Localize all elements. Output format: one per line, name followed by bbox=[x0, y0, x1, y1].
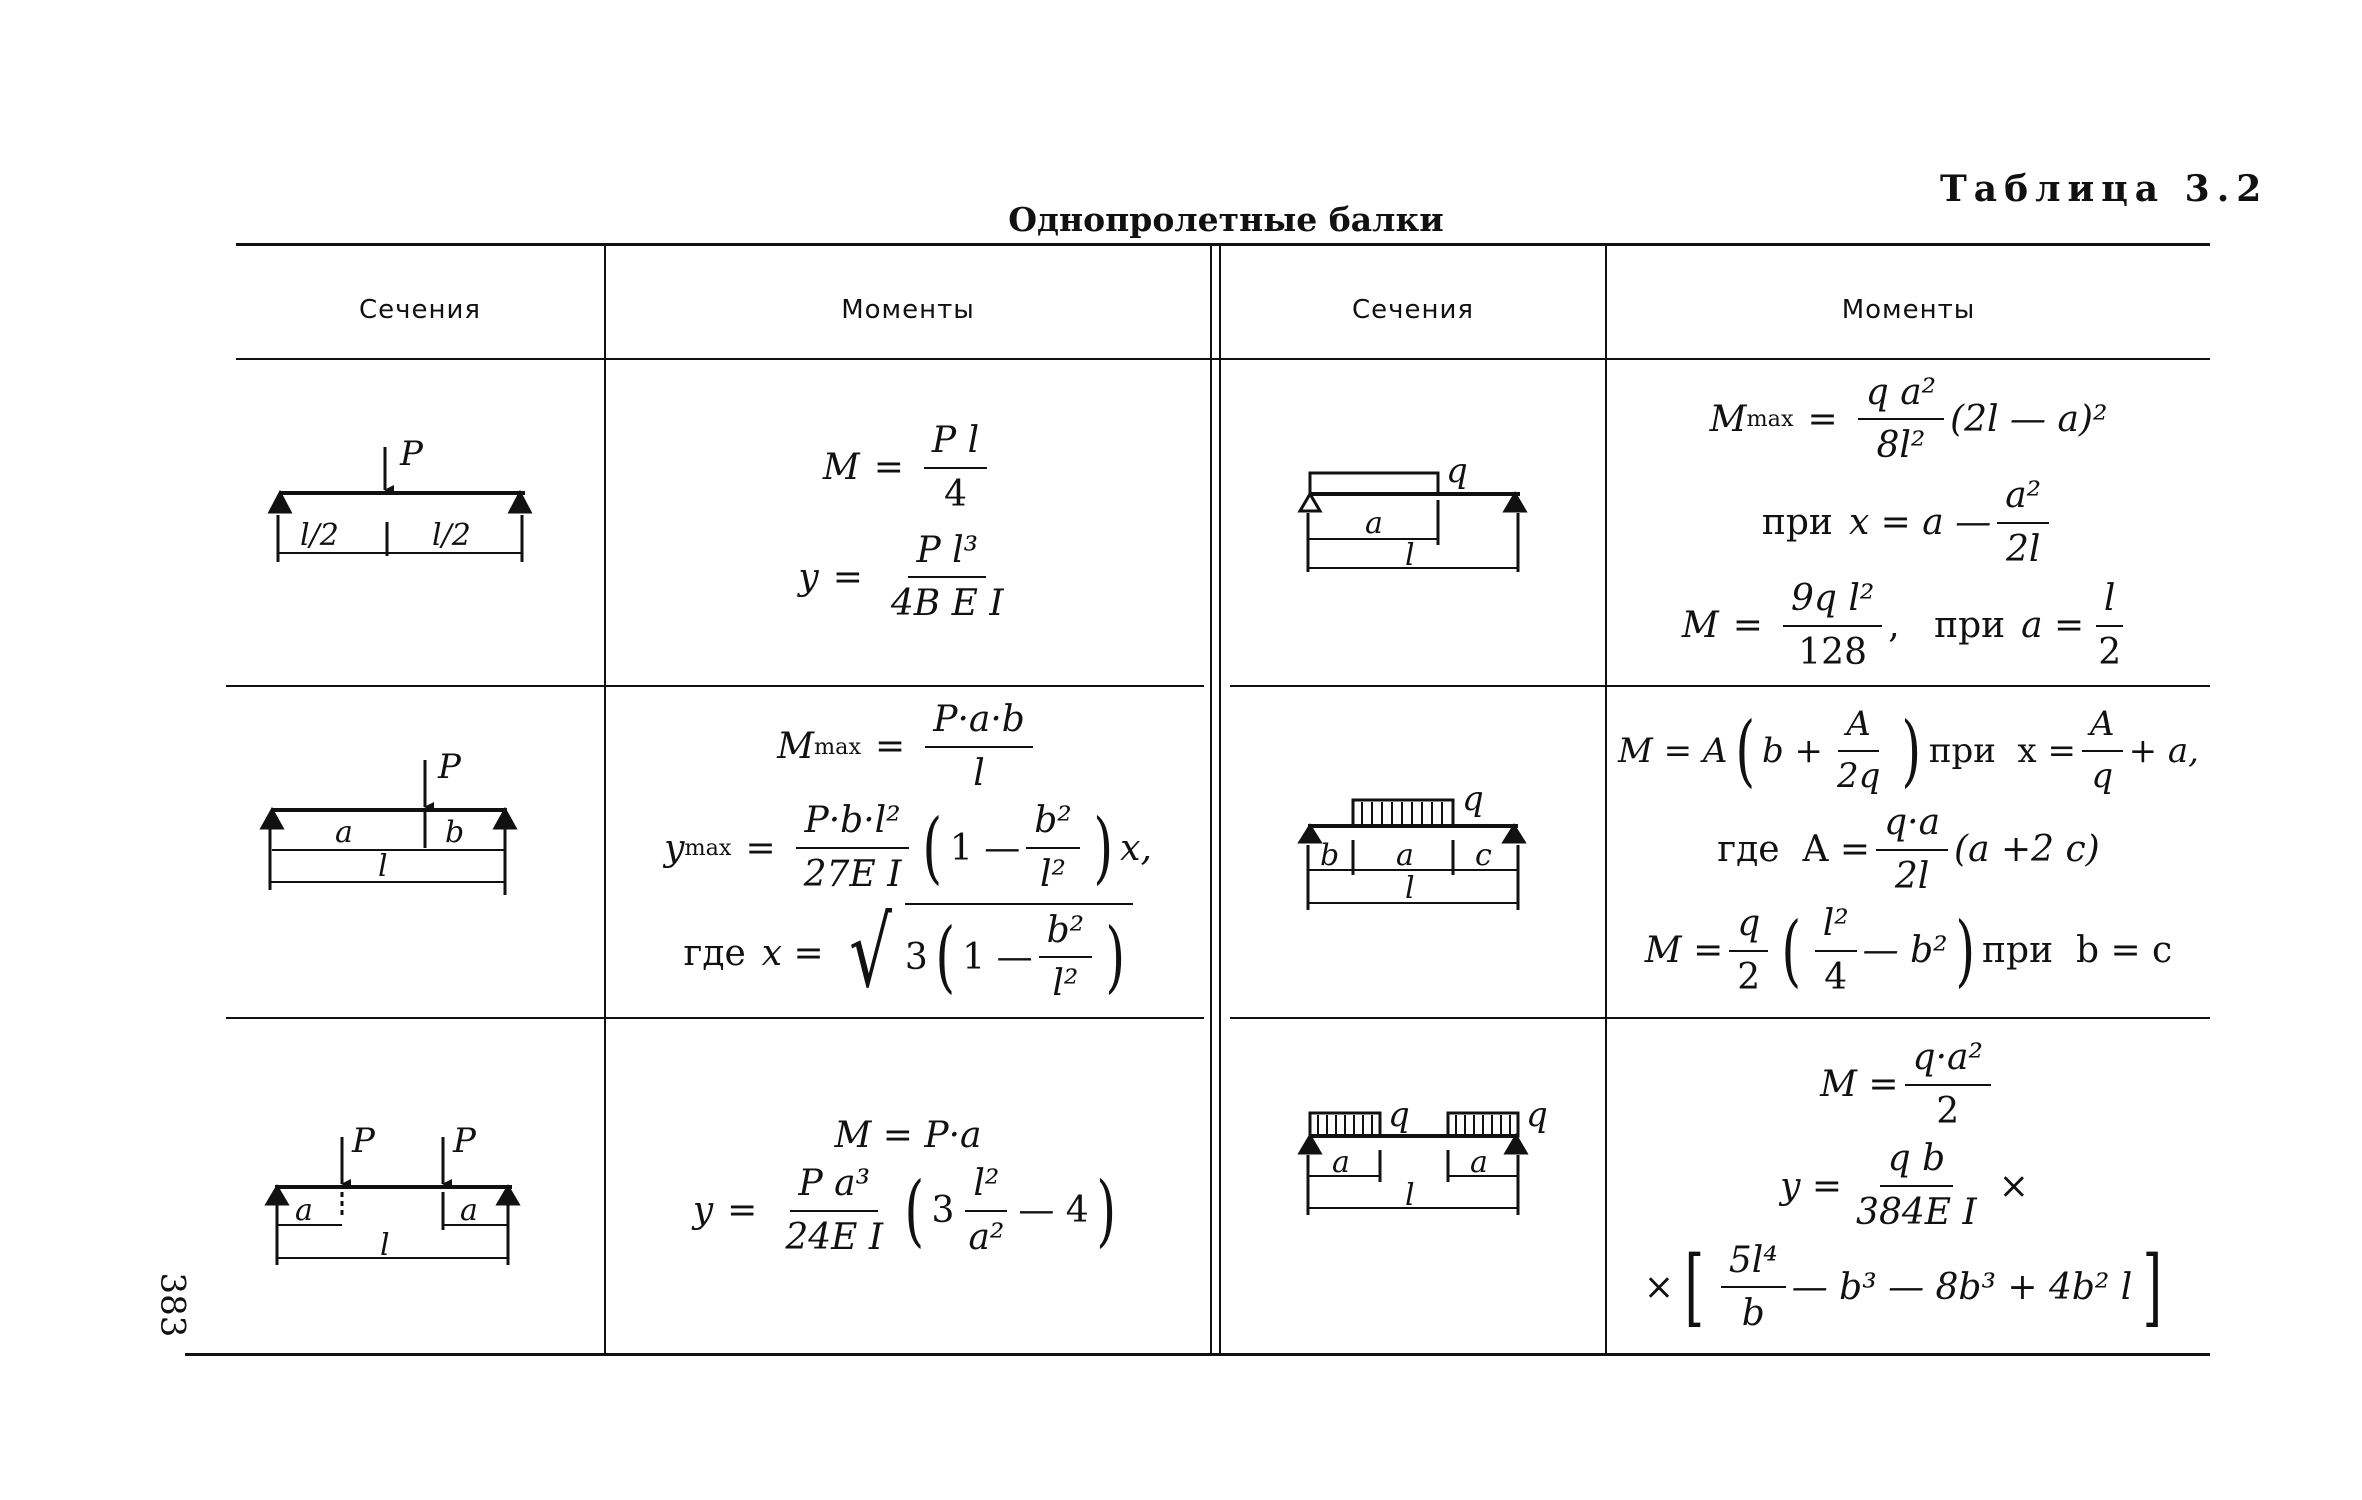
label-l-r3l: l bbox=[380, 1228, 390, 1263]
diagram-r3-left bbox=[264, 1137, 521, 1265]
label-P-r2l: P bbox=[437, 747, 462, 787]
label-q-r2r: q bbox=[1462, 779, 1484, 819]
label-a-r1r: a bbox=[1365, 506, 1383, 541]
header-sections-left: Сечения bbox=[358, 295, 482, 325]
label-c-r2r: c bbox=[1475, 838, 1492, 873]
header-moments-left: Моменты bbox=[841, 295, 975, 325]
row2-bottom-rule-right bbox=[1230, 1017, 2210, 1019]
diagram-r1-left bbox=[267, 447, 533, 562]
label-lhalf1-r1l: l/2 bbox=[300, 518, 339, 553]
label-a1-r3l: a bbox=[295, 1193, 313, 1228]
label-a-r2l: a bbox=[335, 815, 353, 850]
header-sections-right: Сечения bbox=[1351, 295, 1475, 325]
table-label: Таблица 3.2 bbox=[1940, 168, 2269, 210]
label-l-r2l: l bbox=[378, 849, 388, 884]
col3-divider bbox=[1605, 246, 1607, 1353]
label-l-r1r: l bbox=[1405, 538, 1415, 573]
label-q1-r3r: q bbox=[1388, 1095, 1410, 1135]
center-divider-a bbox=[1210, 246, 1212, 1353]
header-moments-right: Моменты bbox=[1841, 295, 1976, 325]
label-l-r3r: l bbox=[1405, 1178, 1415, 1213]
row1-bottom-rule-right bbox=[1230, 685, 2210, 687]
diagram-r2-right bbox=[1297, 798, 1527, 910]
col1-divider bbox=[604, 246, 606, 1353]
label-P1-r3l: P bbox=[351, 1121, 376, 1161]
label-a1-r3r: a bbox=[1332, 1145, 1350, 1180]
label-a2-r3l: a bbox=[460, 1193, 478, 1228]
header-bottom-rule bbox=[236, 358, 2210, 360]
label-b-r2r: b bbox=[1320, 838, 1339, 873]
row1-bottom-rule-left bbox=[226, 685, 1204, 687]
label-P-r1l: P bbox=[399, 434, 424, 474]
row2-bottom-rule-left bbox=[226, 1017, 1204, 1019]
label-q-r1r: q bbox=[1446, 451, 1468, 491]
label-a-r2r: a bbox=[1396, 838, 1414, 873]
label-a2-r3r: a bbox=[1470, 1145, 1488, 1180]
table-top-rule bbox=[236, 243, 2210, 246]
center-divider-b bbox=[1219, 246, 1221, 1353]
diagram-r2-left bbox=[259, 760, 518, 895]
label-q2-r3r: q bbox=[1526, 1095, 1548, 1135]
diagram-r1-right bbox=[1297, 471, 1528, 572]
formula-moment: M = P·a bbox=[834, 1114, 982, 1156]
diagram-r3-right bbox=[1297, 1111, 1529, 1215]
table-bottom-rule bbox=[185, 1353, 2210, 1356]
table-title: Однопролетные балки bbox=[1008, 200, 1444, 239]
label-P2-r3l: P bbox=[452, 1121, 477, 1161]
label-lhalf2-r1l: l/2 bbox=[432, 518, 471, 553]
label-b-r2l: b bbox=[445, 815, 464, 850]
label-l-r2r: l bbox=[1405, 871, 1415, 906]
